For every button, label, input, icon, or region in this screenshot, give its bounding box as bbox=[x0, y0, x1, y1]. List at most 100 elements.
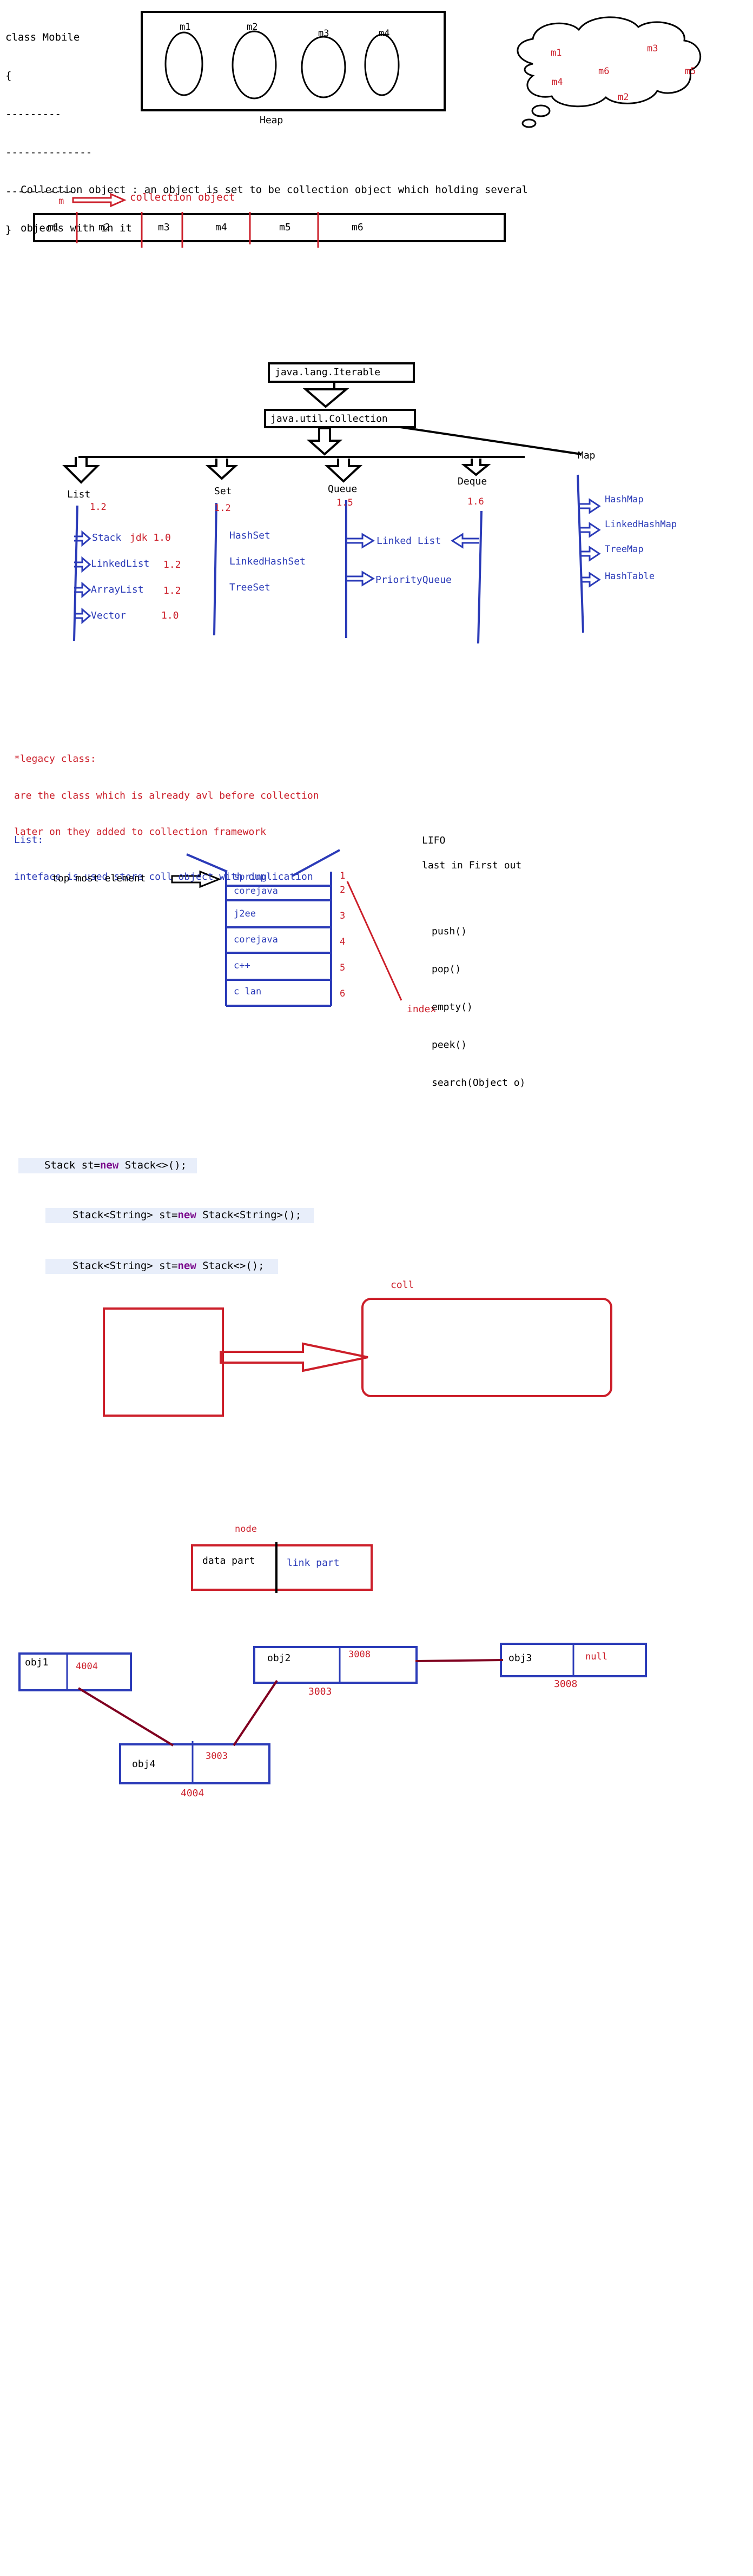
queue-item: Linked List bbox=[376, 535, 441, 547]
stack-entry: c++ bbox=[234, 960, 250, 971]
list-branch-line bbox=[73, 505, 78, 641]
obj1-box bbox=[18, 1652, 132, 1691]
top-pointer-arrow bbox=[171, 870, 222, 888]
set-item: TreeSet bbox=[229, 582, 270, 593]
stack-method: pop() bbox=[432, 963, 461, 975]
list-item-vector: Vector bbox=[91, 610, 127, 621]
cloud-shape bbox=[517, 16, 702, 108]
iterable-box bbox=[268, 362, 415, 383]
collection-down-arrow bbox=[306, 427, 343, 456]
obj4-box bbox=[119, 1743, 270, 1784]
code-highlight bbox=[45, 1259, 278, 1274]
cloud-item: m1 bbox=[551, 48, 562, 58]
collection-cell: m5 bbox=[279, 222, 291, 233]
code-text: Stack<String> st= bbox=[72, 1260, 178, 1272]
extends-arrow bbox=[302, 381, 349, 408]
collection-cell: m4 bbox=[215, 222, 227, 233]
obj4-address: 4004 bbox=[181, 1788, 204, 1799]
obj3-link: null bbox=[585, 1651, 607, 1662]
obj2-name: obj2 bbox=[267, 1652, 291, 1664]
obj2-address: 3003 bbox=[308, 1686, 332, 1697]
obj1-link: 4004 bbox=[76, 1661, 98, 1672]
node-box bbox=[191, 1544, 373, 1591]
node-link-part: link part bbox=[287, 1557, 340, 1569]
obj4-link: 3003 bbox=[206, 1751, 228, 1762]
map-item: HashMap bbox=[605, 494, 644, 505]
code-line: } bbox=[5, 223, 12, 236]
code-line: { bbox=[5, 69, 12, 82]
heap-object-label: m3 bbox=[318, 28, 329, 39]
code-keyword: new bbox=[177, 1260, 196, 1272]
code-keyword: new bbox=[100, 1159, 119, 1171]
code-line: class Mobile bbox=[5, 31, 80, 43]
cloud-item: m5 bbox=[685, 66, 696, 77]
heap-object-label: m2 bbox=[247, 22, 258, 32]
code-text: Stack<String> st= bbox=[72, 1209, 178, 1221]
code-sample-3: Stack<String> st=new Stack<>(); bbox=[72, 1260, 265, 1273]
code-sample-2: Stack<String> st=new Stack<String>(); bbox=[72, 1209, 301, 1222]
legacy-line: later on they added to collection framew… bbox=[14, 826, 266, 838]
branch-version-list: 1.2 bbox=[90, 502, 107, 513]
collection-definition: Collection object : an object is set to … bbox=[21, 158, 528, 261]
list-item-vector-version: 1.0 bbox=[161, 610, 179, 621]
lifo-description: last in First out bbox=[422, 860, 522, 871]
node-title: node bbox=[235, 1524, 257, 1535]
collection-dividers bbox=[76, 212, 319, 248]
branch-name-list: List bbox=[67, 489, 91, 500]
cloud-bubble bbox=[521, 118, 537, 128]
branch-name-set: Set bbox=[214, 486, 232, 497]
coll-target-box bbox=[361, 1298, 612, 1397]
collection-cell: m6 bbox=[352, 222, 364, 233]
heap-label: Heap bbox=[260, 115, 283, 126]
map-item-arrows bbox=[579, 498, 601, 588]
stack-entry: corejava bbox=[234, 886, 278, 897]
set-branch-line bbox=[213, 502, 217, 636]
map-branch-line bbox=[577, 474, 584, 633]
stack-outline bbox=[186, 849, 340, 1007]
queue-item-arrows bbox=[347, 533, 479, 587]
list-item-arrows bbox=[74, 530, 91, 625]
stack-method: empty() bbox=[432, 1001, 473, 1013]
obj2-link: 3008 bbox=[348, 1649, 371, 1660]
collection-strip bbox=[33, 213, 506, 242]
stack-entry: spring bbox=[234, 872, 267, 882]
queue-item: PriorityQueue bbox=[375, 574, 452, 586]
coll-arrow bbox=[220, 1342, 368, 1372]
code-highlight bbox=[18, 1158, 197, 1173]
cloud-item: m3 bbox=[647, 43, 658, 54]
collection-cell: m2 bbox=[98, 222, 110, 233]
heap-object-m2 bbox=[232, 30, 277, 99]
stack-entry: corejava bbox=[234, 934, 278, 945]
heap-object-m3 bbox=[301, 36, 346, 98]
stack-method: search(Object o) bbox=[432, 1077, 526, 1089]
list-item-stack: Stack bbox=[92, 532, 122, 543]
obj3-name: obj3 bbox=[508, 1652, 532, 1664]
cloud-item: m4 bbox=[552, 77, 563, 88]
list-item-stack-version: jdk 1.0 bbox=[130, 532, 171, 543]
heap-object-label: m1 bbox=[180, 22, 191, 32]
index-label: index bbox=[407, 1004, 437, 1015]
code-text: Stack<>(); bbox=[196, 1260, 265, 1272]
deque-branch-line bbox=[477, 510, 483, 644]
node-data-part: data part bbox=[202, 1555, 255, 1566]
map-item: TreeMap bbox=[605, 544, 644, 555]
iterable-label: java.lang.Iterable bbox=[275, 367, 381, 378]
lifo-title: LIFO bbox=[422, 835, 446, 846]
code-text: Stack<>(); bbox=[118, 1159, 187, 1171]
stack-methods: push() pop() empty() peek() search(Objec… bbox=[432, 900, 525, 1115]
stack-index: 2 bbox=[340, 885, 346, 895]
branch-name-queue: Queue bbox=[328, 483, 358, 495]
cloud-item: m6 bbox=[598, 66, 610, 77]
set-item: LinkedHashSet bbox=[229, 556, 306, 567]
index-pointer-line bbox=[346, 881, 402, 1001]
stack-index: 3 bbox=[340, 911, 346, 921]
stack-entry: j2ee bbox=[234, 908, 256, 919]
definition-line: objects with in it bbox=[21, 222, 132, 234]
heap-object-label: m4 bbox=[379, 28, 390, 39]
branch-version-set: 1.2 bbox=[214, 503, 231, 514]
stack-method: peek() bbox=[432, 1039, 467, 1051]
class-code: class Mobile { --------- -------------- … bbox=[5, 5, 92, 262]
code-line: --------- bbox=[5, 108, 61, 120]
